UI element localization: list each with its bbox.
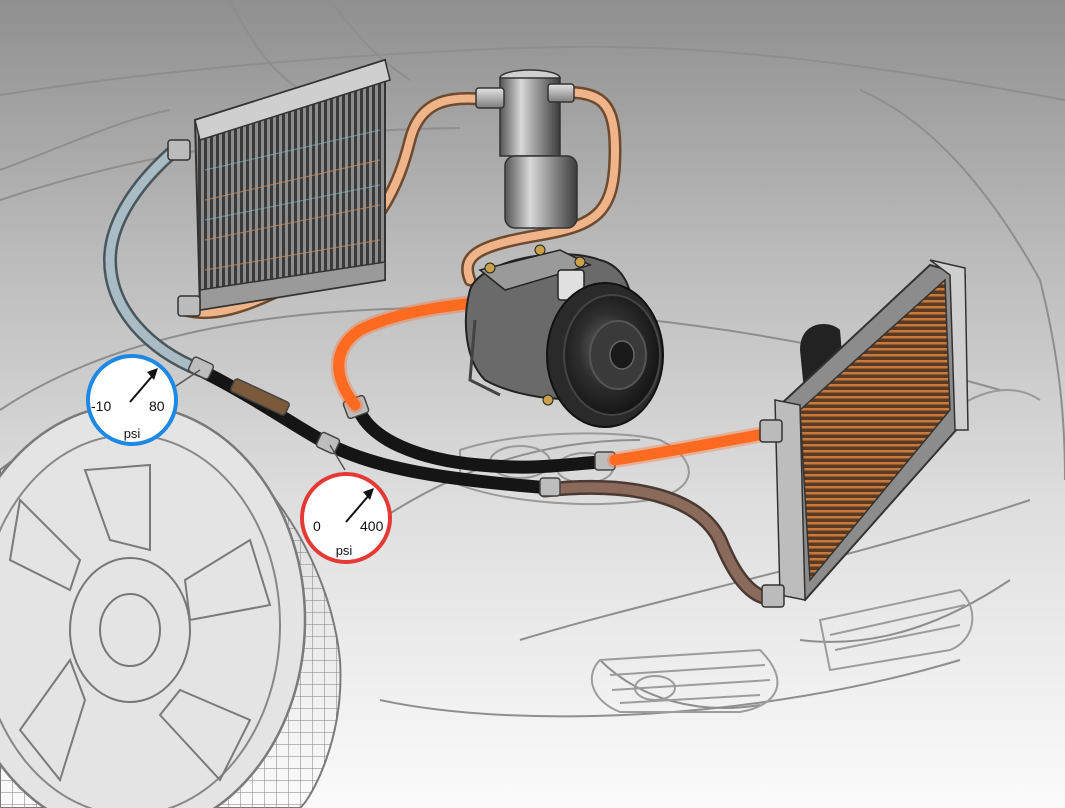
high-side-gauge: 0 400 psi [302,474,390,562]
high-side-gauge-max-label: 400 [360,518,384,534]
low-side-gauge-max-label: 80 [149,398,165,414]
low-side-gauge: -10 80 psi [88,356,176,444]
condenser [168,60,390,316]
high-side-gauge-unit: psi [336,543,353,558]
wheel [0,405,340,808]
compressor [466,245,663,427]
receiver-drier [476,70,577,228]
high-side-gauge-min-label: 0 [313,518,321,534]
low-side-gauge-unit: psi [124,426,141,441]
condenser-outlet-line [110,150,200,370]
low-side-gauge-min-label: -10 [91,398,111,414]
evaporator-core [760,260,968,607]
